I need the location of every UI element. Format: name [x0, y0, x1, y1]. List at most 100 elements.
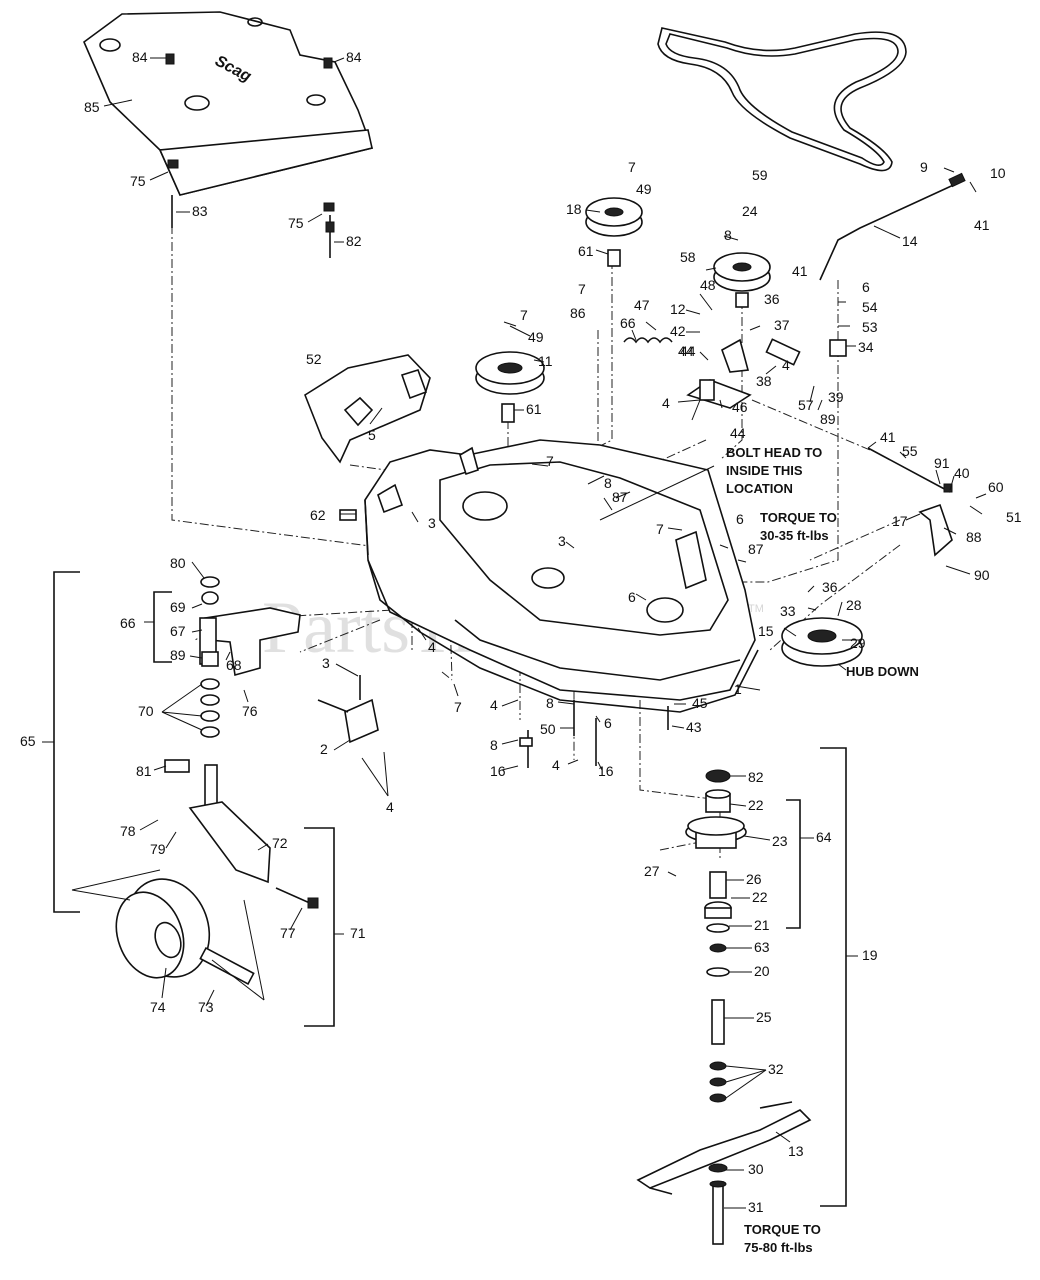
- callout-13: 13: [788, 1143, 804, 1159]
- callout-8-d: 8: [490, 737, 498, 753]
- callout-29: 29: [850, 635, 866, 651]
- wheel-bolt-77: [275, 887, 319, 909]
- blade-bolt-31: [708, 1163, 728, 1245]
- callout-83: 83: [192, 203, 208, 219]
- callout-22-a: 22: [748, 797, 764, 813]
- idler-arm: [623, 337, 847, 409]
- callout-6-c: 6: [628, 589, 636, 605]
- deck-hardware: [317, 675, 669, 768]
- callout-7-d: 7: [656, 521, 664, 537]
- assembly-notes: BOLT HEAD TO INSIDE THIS LOCATION TORQUE…: [726, 445, 919, 1255]
- callout-85: 85: [84, 99, 100, 115]
- callout-40: 40: [954, 465, 970, 481]
- callout-16-a: 16: [490, 763, 506, 779]
- callout-44-a: 44: [678, 343, 694, 359]
- callout-21: 21: [754, 917, 770, 933]
- caster-fork-72: [188, 801, 271, 884]
- callout-31: 31: [748, 1199, 764, 1215]
- callout-10: 10: [990, 165, 1006, 181]
- callout-7-a: 7: [628, 159, 636, 175]
- callout-23: 23: [772, 833, 788, 849]
- callout-68: 68: [226, 657, 242, 673]
- callout-26: 26: [746, 871, 762, 887]
- callout-44-b: 44: [680, 343, 696, 359]
- callout-labels: 84 84 85 75 83 75 82 59 9 10 41 14 7 49 …: [20, 49, 1022, 1215]
- callout-4-f: 4: [552, 757, 560, 773]
- callout-15: 15: [758, 623, 774, 639]
- watermark-trademark: TM: [748, 603, 764, 615]
- callout-37: 37: [774, 317, 790, 333]
- deck-cover: Scag: [83, 11, 374, 196]
- callout-74: 74: [150, 999, 166, 1015]
- callout-55: 55: [902, 443, 918, 459]
- caster-hardware: [164, 576, 220, 816]
- callout-72: 72: [272, 835, 288, 851]
- callout-45: 45: [692, 695, 708, 711]
- callout-73: 73: [198, 999, 214, 1015]
- control-cable: [819, 172, 966, 281]
- callout-51: 51: [1006, 509, 1022, 525]
- callout-7-b: 7: [578, 281, 586, 297]
- callout-6-d: 6: [604, 715, 612, 731]
- blade-13: [636, 1101, 812, 1195]
- callout-69: 69: [170, 599, 186, 615]
- callout-66-spring: 66: [620, 315, 636, 331]
- callout-88: 88: [966, 529, 982, 545]
- drive-belt: [657, 27, 907, 172]
- callout-6-b: 6: [736, 511, 744, 527]
- callout-65: 65: [20, 733, 36, 749]
- callout-38: 38: [756, 373, 772, 389]
- callout-63: 63: [754, 939, 770, 955]
- note-torque-deck-line1: TORQUE TO: [760, 510, 837, 525]
- callout-84-right: 84: [346, 49, 362, 65]
- callout-62: 62: [310, 507, 326, 523]
- callout-36-b: 36: [822, 579, 838, 595]
- callout-27: 27: [644, 863, 660, 879]
- callout-41-low: 41: [880, 429, 896, 445]
- callout-25: 25: [756, 1009, 772, 1025]
- callout-17: 17: [892, 513, 908, 529]
- bracket-71: [304, 827, 335, 1027]
- callout-4-d: 4: [428, 639, 436, 655]
- callout-48: 48: [700, 277, 716, 293]
- callout-19: 19: [862, 947, 878, 963]
- bracket-64: [786, 799, 801, 929]
- mower-deck: [364, 439, 759, 713]
- callout-64: 64: [816, 829, 832, 845]
- callout-5: 5: [368, 427, 376, 443]
- callout-1: 1: [734, 681, 742, 697]
- callout-33: 33: [780, 603, 796, 619]
- callout-11: 11: [538, 353, 553, 369]
- callout-30: 30: [748, 1161, 764, 1177]
- callout-7-c: 7: [520, 307, 528, 323]
- callout-89-b: 89: [170, 647, 186, 663]
- callout-8-c: 8: [546, 695, 554, 711]
- callout-12: 12: [670, 301, 686, 317]
- callout-82-top: 82: [346, 233, 362, 249]
- cover-hardware: [167, 159, 335, 258]
- note-torque-blade-line1: TORQUE TO: [744, 1222, 821, 1237]
- callout-70: 70: [138, 703, 154, 719]
- pulley-11: [475, 351, 545, 423]
- callout-75-right: 75: [288, 215, 304, 231]
- callout-18: 18: [566, 201, 582, 217]
- callout-54: 54: [862, 299, 878, 315]
- callout-3-c: 3: [322, 655, 330, 671]
- callout-78: 78: [120, 823, 136, 839]
- callout-14: 14: [902, 233, 918, 249]
- callout-66: 66: [120, 615, 136, 631]
- note-bolt-head-line2: INSIDE THIS: [726, 463, 803, 478]
- callout-84-left: 84: [132, 49, 148, 65]
- note-bolt-head-line3: LOCATION: [726, 481, 793, 496]
- callout-44-c: 44: [730, 425, 746, 441]
- callout-67: 67: [170, 623, 186, 639]
- bracket-19: [820, 747, 847, 1207]
- callout-76: 76: [242, 703, 258, 719]
- callout-89-a: 89: [820, 411, 836, 427]
- callout-6-a: 6: [862, 279, 870, 295]
- idler-pulley-58: [713, 252, 771, 308]
- callout-86: 86: [570, 305, 586, 321]
- callout-4-b: 4: [662, 395, 670, 411]
- callout-87-b: 87: [612, 489, 628, 505]
